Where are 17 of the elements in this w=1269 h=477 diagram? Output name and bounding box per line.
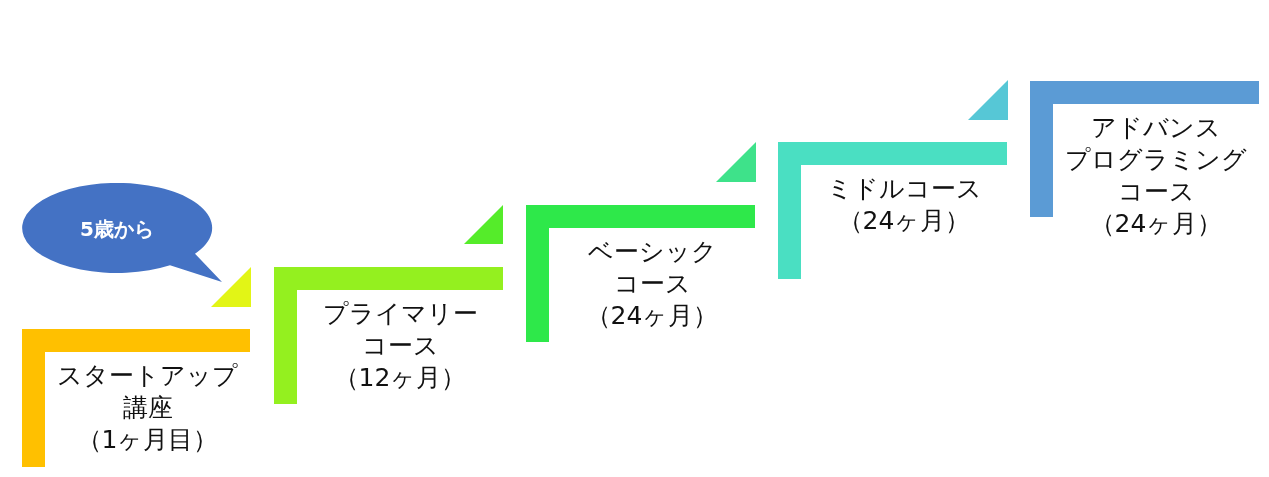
course-duration: （12ヶ月） [333, 362, 467, 394]
course-step [778, 142, 1007, 279]
course-name: スタートアップ講座 [57, 360, 238, 424]
course-name: ベーシックコース [587, 236, 717, 300]
bubble-text: 5歳から [80, 216, 154, 242]
course-step [1030, 81, 1259, 240]
course-duration: （24ヶ月） [837, 205, 971, 237]
course-duration: （24ヶ月） [585, 300, 719, 332]
course-name: アドバンスプログラミングコース [1065, 112, 1247, 208]
course-step [22, 329, 250, 467]
course-name: プライマリーコース [322, 298, 478, 362]
course-duration: （24ヶ月） [1089, 208, 1223, 240]
course-name: ミドルコース [826, 173, 982, 205]
course-step [526, 205, 755, 342]
speech-bubble [22, 183, 224, 284]
course-duration: （1ヶ月目） [76, 424, 219, 456]
course-step [274, 267, 503, 404]
